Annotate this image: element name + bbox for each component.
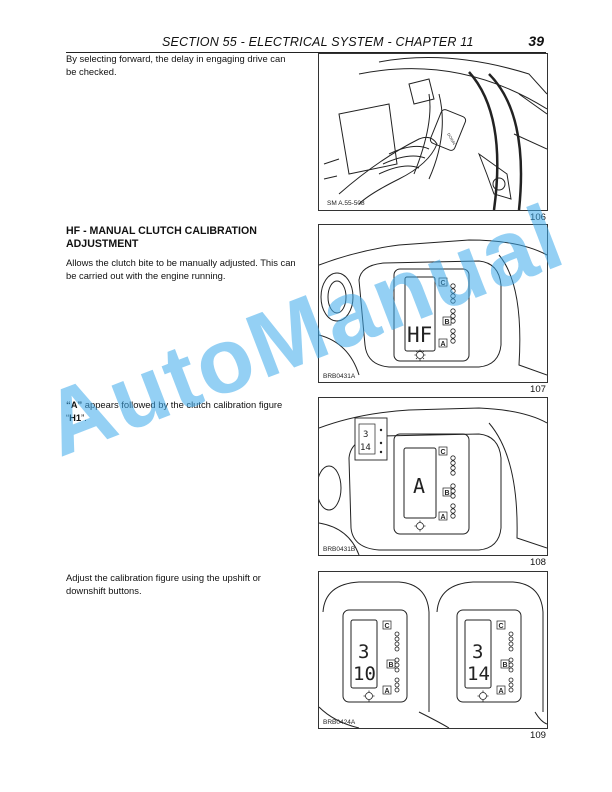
text-end: ”. [81, 411, 87, 423]
figure-number-109: 109 [529, 730, 546, 741]
right-lcd-bottom: 14 [467, 663, 490, 685]
emphasis-h1: H1 [69, 411, 82, 423]
inset-top-digit: 3 [363, 430, 368, 440]
label-a: A [441, 514, 446, 521]
figure-code: BRB0431A [323, 373, 356, 380]
left-lcd-bottom: 10 [353, 663, 376, 685]
emphasis-a: “A” [66, 399, 83, 410]
label-b: B [445, 319, 450, 326]
figure-number-106: 106 [529, 212, 546, 223]
section-heading-hf: HF - MANUAL CLUTCH CALIBRATION ADJUSTMEN… [66, 225, 257, 250]
label-c: C [441, 449, 446, 456]
text-mid: appears followed by the clutch calibrati… [66, 399, 283, 423]
figure-number-107: 107 [529, 384, 546, 395]
left-label-a: A [385, 688, 390, 695]
right-lcd-top: 3 [472, 641, 483, 663]
page-number: 39 [528, 33, 544, 49]
lcd-readout: HF [407, 323, 432, 347]
inset-bottom-digits: 14 [360, 443, 371, 453]
left-label-b: B [389, 662, 394, 669]
left-lcd-top: 3 [358, 641, 369, 663]
page-header: SECTION 55 - ELECTRICAL SYSTEM - CHAPTER… [66, 32, 546, 53]
figure-code: BRB0431B [323, 546, 355, 553]
left-label-c: C [385, 623, 390, 630]
section-title: SECTION 55 - ELECTRICAL SYSTEM - CHAPTER… [162, 35, 474, 49]
label-c: C [441, 280, 446, 287]
figure-109-calibration-adjust: C B A C B A 3 10 3 14 BRB0424A [318, 571, 548, 729]
right-label-c: C [499, 623, 504, 630]
switch-label: DOWN [446, 132, 457, 146]
paragraph-forward-delay: By selecting forward, the delay in engag… [66, 53, 286, 77]
label-a: A [441, 341, 446, 348]
figure-106-steering-switch: SM A.55-508 DOWN [318, 53, 548, 211]
figure-107-display-hf: C B A HF BRB0431A [318, 224, 548, 383]
figure-108-display-a: C B A A 3 14 BRB0431B [318, 397, 548, 556]
right-label-b: B [503, 662, 508, 669]
right-label-a: A [499, 688, 504, 695]
figure-number-108: 108 [529, 557, 546, 568]
paragraph-adjust: Adjust the calibration figure using the … [66, 572, 261, 596]
paragraph-clutch-bite: Allows the clutch bite to be manually ad… [66, 257, 296, 281]
label-b: B [445, 490, 450, 497]
figure-code: SM A.55-508 [327, 200, 365, 207]
paragraph-a-appears: “A” appears followed by the clutch calib… [66, 399, 298, 425]
lcd-readout: A [413, 474, 425, 498]
figure-code: BRB0424A [323, 719, 356, 726]
